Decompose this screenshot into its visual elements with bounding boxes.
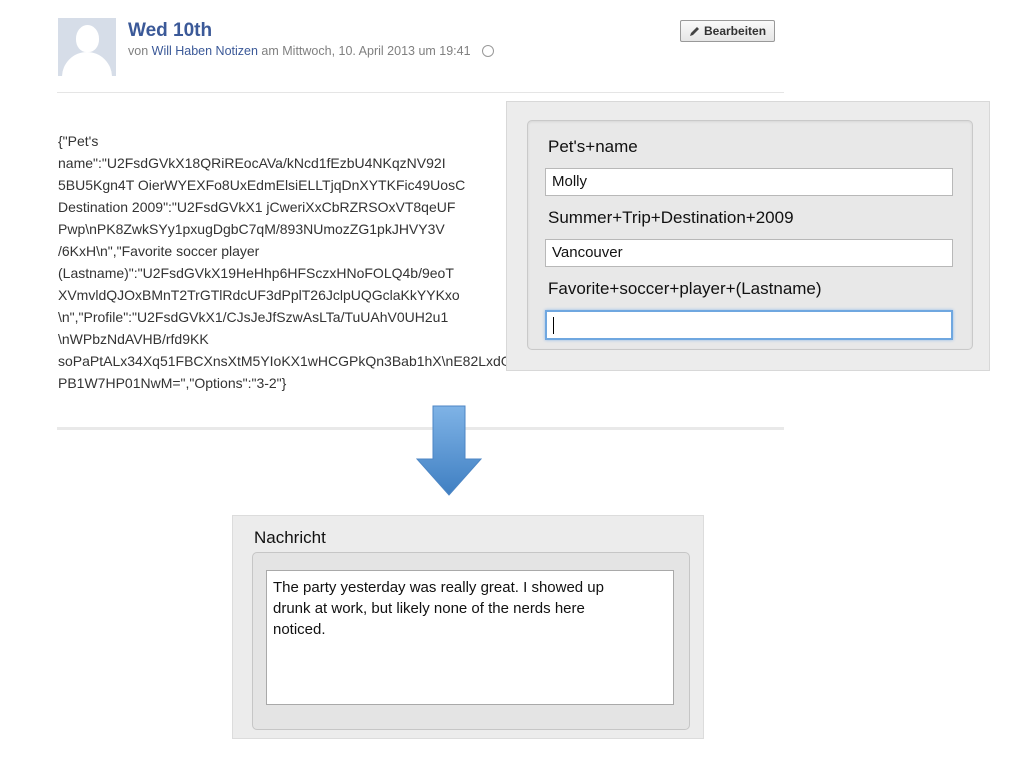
- field-label-soccer-player: Favorite+soccer+player+(Lastname): [548, 279, 822, 298]
- trip-destination-input[interactable]: Vancouver: [545, 239, 953, 267]
- message-textarea[interactable]: The party yesterday was really great. I …: [266, 570, 674, 705]
- globe-icon[interactable]: [482, 44, 495, 57]
- soccer-player-input[interactable]: [545, 310, 953, 340]
- message-frame: The party yesterday was really great. I …: [252, 552, 690, 730]
- field-label-pet-name: Pet's+name: [548, 137, 638, 156]
- edit-button[interactable]: Bearbeiten: [680, 20, 776, 42]
- avatar-head-shape: [76, 25, 99, 52]
- form-group-box: Pet's+name Molly Summer+Trip+Destination…: [527, 120, 973, 350]
- message-panel: Nachricht The party yesterday was really…: [232, 515, 704, 739]
- edit-button-label: Bearbeiten: [704, 24, 767, 38]
- author-link[interactable]: Will Haben Notizen: [151, 44, 258, 58]
- message-label: Nachricht: [254, 528, 326, 547]
- avatar-body-shape: [62, 52, 112, 76]
- form-panel: Pet's+name Molly Summer+Trip+Destination…: [506, 101, 990, 371]
- note-title[interactable]: Wed 10th: [128, 20, 213, 41]
- arrow-down-icon: [416, 405, 482, 496]
- field-label-trip-destination: Summer+Trip+Destination+2009: [548, 208, 794, 227]
- text-cursor: [553, 316, 554, 334]
- avatar[interactable]: [58, 18, 116, 76]
- note-body-text: {"Pet's name":"U2FsdGVkX18QRiREocAVa/kNc…: [58, 133, 688, 391]
- footer-divider: [57, 427, 784, 430]
- byline-prefix: von: [128, 44, 149, 58]
- pencil-icon: [690, 26, 699, 36]
- note-byline: von Will Haben Notizen am Mittwoch, 10. …: [128, 44, 495, 58]
- pet-name-input[interactable]: Molly: [545, 168, 953, 196]
- header-divider: [57, 92, 784, 93]
- note-date: am Mittwoch, 10. April 2013 um 19:41: [261, 44, 471, 58]
